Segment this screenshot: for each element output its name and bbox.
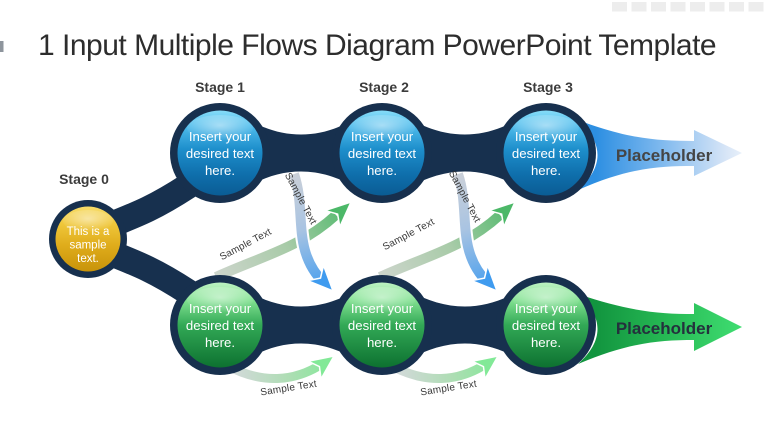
node-bottom-3-line1: Insert your bbox=[515, 301, 578, 316]
connector-bottom-1-2 bbox=[246, 290, 356, 360]
input-node: This is a sample text. bbox=[49, 200, 127, 278]
node-bottom-2-line3: here. bbox=[367, 335, 397, 350]
bottom-arrow-2-head bbox=[469, 354, 500, 382]
node-top-2: Insert your desired text here. bbox=[332, 103, 432, 203]
connector-bottom-2-3 bbox=[408, 290, 520, 360]
bottom-arrow-2 bbox=[388, 354, 500, 386]
bottom-arrow-1-head bbox=[305, 354, 336, 382]
node-top-2-line2: desired text bbox=[348, 146, 417, 161]
cross-arrow-blue-1-head bbox=[305, 262, 335, 293]
node-top-3-line3: here. bbox=[531, 163, 561, 178]
left-edge-artifact bbox=[0, 41, 4, 52]
page-title: 1 Input Multiple Flows Diagram PowerPoin… bbox=[38, 29, 716, 62]
placeholder-label-bottom: Placeholder bbox=[616, 319, 713, 338]
node-bottom-1: Insert your desired text here. bbox=[170, 275, 270, 375]
cross-arrow-blue-2-head bbox=[469, 262, 499, 293]
node-bottom-3-line3: here. bbox=[531, 335, 561, 350]
node-bottom-1-line3: here. bbox=[205, 335, 235, 350]
node-top-1-line3: here. bbox=[205, 163, 235, 178]
node-top-2-line3: here. bbox=[367, 163, 397, 178]
cross-arrow-green-2 bbox=[377, 200, 517, 284]
node-bottom-2: Insert your desired text here. bbox=[332, 275, 432, 375]
node-top-3-line1: Insert your bbox=[515, 129, 578, 144]
stage-label-3: Stage 3 bbox=[523, 79, 573, 95]
connector-top-2-3 bbox=[408, 118, 520, 188]
node-top-3-line2: desired text bbox=[512, 146, 581, 161]
input-node-line3: text. bbox=[77, 253, 99, 265]
placeholder-label-top: Placeholder bbox=[616, 146, 713, 165]
stage-label-0: Stage 0 bbox=[59, 171, 109, 187]
flow-label-cross-green-2: Sample Text bbox=[381, 217, 437, 254]
stage-label-1: Stage 1 bbox=[195, 79, 245, 95]
node-bottom-2-line2: desired text bbox=[348, 318, 417, 333]
cross-arrow-green-1-head bbox=[322, 200, 353, 230]
connector-top-1-2 bbox=[246, 118, 356, 188]
node-top-2-line1: Insert your bbox=[351, 129, 414, 144]
input-node-line2: sample bbox=[69, 240, 106, 252]
cross-arrow-green-1 bbox=[213, 200, 353, 284]
cross-arrow-green-2-head bbox=[486, 200, 517, 230]
node-top-1: Insert your desired text here. bbox=[170, 103, 270, 203]
placeholder-arrow-top bbox=[578, 120, 742, 190]
node-top-1-line2: desired text bbox=[186, 146, 255, 161]
cross-arrow-blue-2 bbox=[451, 172, 499, 293]
top-right-artifact bbox=[612, 2, 764, 12]
cross-arrow-blue-1 bbox=[287, 172, 335, 293]
node-bottom-3: Insert your desired text here. bbox=[496, 275, 596, 375]
input-node-line1: This is a bbox=[67, 226, 110, 238]
node-bottom-2-line1: Insert your bbox=[351, 301, 414, 316]
placeholder-arrow-bottom bbox=[578, 294, 742, 364]
node-top-1-line1: Insert your bbox=[189, 129, 252, 144]
node-bottom-1-line1: Insert your bbox=[189, 301, 252, 316]
node-bottom-1-line2: desired text bbox=[186, 318, 255, 333]
node-top-3: Insert your desired text here. bbox=[496, 103, 596, 203]
node-bottom-3-line2: desired text bbox=[512, 318, 581, 333]
stage-label-2: Stage 2 bbox=[359, 79, 409, 95]
